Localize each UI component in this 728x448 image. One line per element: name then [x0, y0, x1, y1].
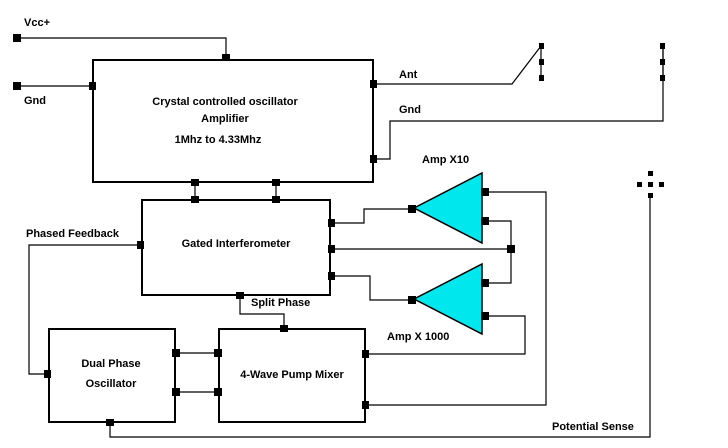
- dual-phase-title-line2: Oscillator: [86, 378, 137, 390]
- wire-gnd-right: [374, 46, 664, 160]
- dual-phase-oscillator-block: [48, 328, 176, 423]
- antenna-plate-right: [660, 43, 665, 81]
- amp1000-pin-out-2: [481, 312, 489, 320]
- wire-gi-amp1000: [331, 275, 412, 301]
- amp-x10-triangle: [412, 171, 483, 245]
- amp10-pin-in: [408, 205, 416, 213]
- wire-amp1000-mixer: [366, 315, 526, 355]
- osc-title-line2: Amplifier: [201, 113, 249, 125]
- osc-pin-bottom-2: [272, 179, 280, 186]
- osc-pin-ant: [370, 80, 377, 88]
- gi-pin-right-1: [328, 219, 335, 227]
- osc-pin-vcc: [222, 54, 230, 61]
- vcc-label: Vcc+: [24, 17, 50, 29]
- wire-amp10-junction: [484, 220, 512, 284]
- gnd-left-label: Gnd: [24, 95, 46, 107]
- phased-feedback-label: Phased Feedback: [26, 228, 120, 240]
- osc-pin-bottom-1: [191, 179, 199, 186]
- osc-title-line1: Crystal controlled oscillator: [152, 96, 298, 108]
- mixer-pin-top: [280, 325, 288, 332]
- gi-pin-right-3: [328, 272, 335, 280]
- mixer-pin-left-2: [214, 388, 222, 396]
- osc-pin-gnd: [89, 82, 96, 90]
- dual-phase-title-line1: Dual Phase: [81, 358, 140, 370]
- crystal-oscillator-block: [92, 59, 374, 183]
- gi-pin-left: [137, 241, 144, 249]
- junction-node: [507, 245, 515, 253]
- amp10-pin-out-1: [481, 188, 489, 196]
- mixer-pin-right-1: [362, 350, 369, 358]
- terminals: [13, 34, 515, 426]
- split-phase-label: Split Phase: [251, 297, 310, 309]
- gi-pin-right-2: [328, 245, 335, 253]
- ant-label: Ant: [399, 69, 418, 81]
- pump-mixer-title: 4-Wave Pump Mixer: [240, 369, 344, 381]
- amp1000-pin-out-1: [481, 279, 489, 287]
- wire-phased-feedback: [28, 244, 140, 375]
- potential-sense-label: Potential Sense: [552, 421, 634, 433]
- gated-interferometer-title: Gated Interferometer: [182, 238, 292, 250]
- antenna-plate-left: [539, 43, 544, 81]
- osc-frequency-range: 1Mhz to 4.33Mhz: [175, 134, 262, 146]
- dpo-pin-bottom: [106, 419, 114, 426]
- wire-vcc: [17, 37, 227, 58]
- amp-x1000-triangle: [412, 262, 483, 336]
- vcc-terminal: [13, 34, 21, 42]
- gi-pin-bottom: [236, 292, 244, 299]
- gi-pin-top-1: [191, 196, 199, 203]
- pump-mixer-block: [218, 328, 366, 423]
- wire-amp10-mixer: [366, 191, 547, 406]
- gi-pin-top-2: [272, 196, 280, 203]
- osc-pin-gnd-right: [370, 155, 377, 163]
- sense-probe: [637, 171, 664, 198]
- wire-gi-amp10: [331, 208, 412, 224]
- amp10-pin-out-2: [481, 217, 489, 225]
- amp1000-pin-in: [408, 296, 416, 304]
- dpo-pin-right-1: [172, 349, 180, 357]
- wire-split-phase: [239, 296, 285, 328]
- mixer-pin-left-1: [214, 349, 222, 357]
- gnd-right-label: Gnd: [399, 104, 421, 116]
- gnd-left-terminal: [13, 82, 21, 90]
- amp-x1000-label: Amp X 1000: [387, 331, 449, 343]
- mixer-pin-right-2: [362, 401, 369, 409]
- dpo-pin-right-2: [172, 388, 180, 396]
- wire-ant: [374, 45, 542, 85]
- amp-x10-label: Amp X10: [422, 154, 469, 166]
- dpo-pin-left: [44, 370, 51, 378]
- wire-potential-sense: [109, 196, 651, 438]
